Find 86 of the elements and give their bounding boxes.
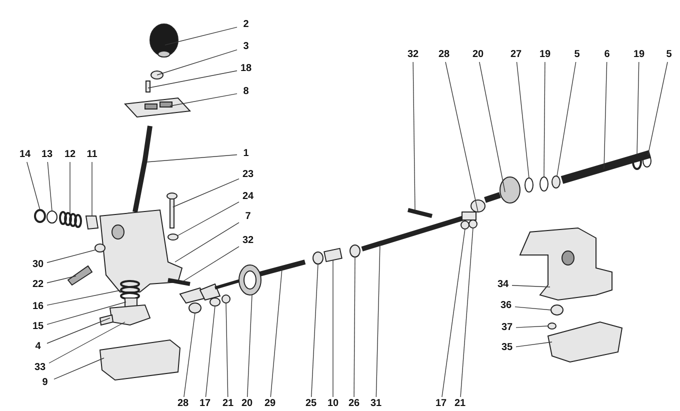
- leader-line: [226, 302, 228, 398]
- callout-number: 32: [405, 49, 421, 61]
- callout-number: 12: [62, 149, 78, 161]
- leader-line: [205, 306, 216, 398]
- callout-number: 19: [631, 49, 647, 61]
- leader-line: [604, 62, 608, 170]
- callout-number: 28: [436, 49, 452, 61]
- leader-line: [54, 358, 104, 380]
- leader-line: [636, 62, 640, 156]
- callout-number: 14: [17, 149, 33, 161]
- leader-line: [544, 62, 546, 178]
- callout-number: 8: [238, 86, 254, 98]
- callout-number: 7: [240, 211, 256, 223]
- callout-number: 19: [537, 49, 553, 61]
- callout-number: 32: [240, 235, 256, 247]
- callout-number: 17: [433, 398, 449, 410]
- leader-line: [46, 302, 126, 325]
- leader-line: [311, 264, 318, 398]
- leader-line: [556, 62, 576, 176]
- leader-line: [412, 62, 416, 210]
- callout-number: 4: [30, 341, 46, 353]
- callout-number: 23: [240, 169, 256, 181]
- leader-line: [514, 306, 552, 310]
- leader-line: [184, 312, 196, 398]
- callout-number: 3: [238, 41, 254, 53]
- leader-line: [479, 62, 506, 192]
- callout-number: 27: [508, 49, 524, 61]
- callout-number: 24: [240, 191, 256, 203]
- leader-line: [48, 322, 126, 364]
- callout-number: 20: [470, 49, 486, 61]
- leader-line: [46, 276, 76, 284]
- callout-number: 5: [661, 49, 677, 61]
- leader-line: [376, 244, 380, 398]
- callout-number: 6: [599, 49, 615, 61]
- leader-line: [174, 222, 240, 262]
- callout-number: 11: [84, 149, 100, 161]
- callout-number: 21: [220, 398, 236, 410]
- callout-number: 28: [175, 398, 191, 410]
- callout-number: 35: [499, 342, 515, 354]
- callout-number: 21: [452, 398, 468, 410]
- callout-number: 17: [197, 398, 213, 410]
- callout-number: 22: [30, 279, 46, 291]
- leader-line: [270, 268, 282, 398]
- callout-number: 16: [30, 301, 46, 313]
- callout-number: 36: [498, 300, 514, 312]
- leader-line: [46, 250, 96, 263]
- leader-line: [156, 49, 238, 76]
- leader-line: [354, 256, 356, 398]
- callout-number: 25: [303, 398, 319, 410]
- callout-number: 10: [325, 398, 341, 410]
- callout-number: 15: [30, 321, 46, 333]
- callout-number: 26: [346, 398, 362, 410]
- callout-number: 18: [238, 63, 254, 75]
- leader-line: [46, 318, 110, 344]
- leader-line: [512, 285, 550, 288]
- callout-number: 37: [499, 322, 515, 334]
- leader-line: [46, 290, 122, 306]
- leader-line: [172, 178, 240, 208]
- callout-number: 30: [30, 259, 46, 271]
- callout-number: 13: [39, 149, 55, 161]
- leader-line: [246, 294, 252, 398]
- leader-line: [164, 26, 238, 46]
- leader-line: [332, 260, 334, 398]
- callout-number: 2: [238, 19, 254, 31]
- leader-line: [516, 326, 548, 328]
- leader-line: [170, 93, 238, 106]
- callout-number: 31: [368, 398, 384, 410]
- leader-line: [146, 154, 238, 162]
- leader-line: [26, 162, 40, 210]
- leader-line: [148, 70, 238, 88]
- leader-line: [516, 62, 530, 178]
- leader-line: [442, 228, 466, 398]
- leader-line: [47, 162, 52, 212]
- leader-line: [176, 202, 240, 236]
- callout-number: 29: [262, 398, 278, 410]
- leader-line: [182, 246, 240, 282]
- callout-number: 9: [37, 377, 53, 389]
- leader-line: [460, 228, 474, 398]
- callout-number: 34: [495, 279, 511, 291]
- callout-number: 1: [238, 148, 254, 160]
- leader-line: [648, 62, 668, 156]
- callout-number: 20: [239, 398, 255, 410]
- leader-line: [516, 342, 552, 348]
- leader-line: [445, 62, 478, 212]
- callout-number: 33: [32, 362, 48, 374]
- callout-number: 5: [569, 49, 585, 61]
